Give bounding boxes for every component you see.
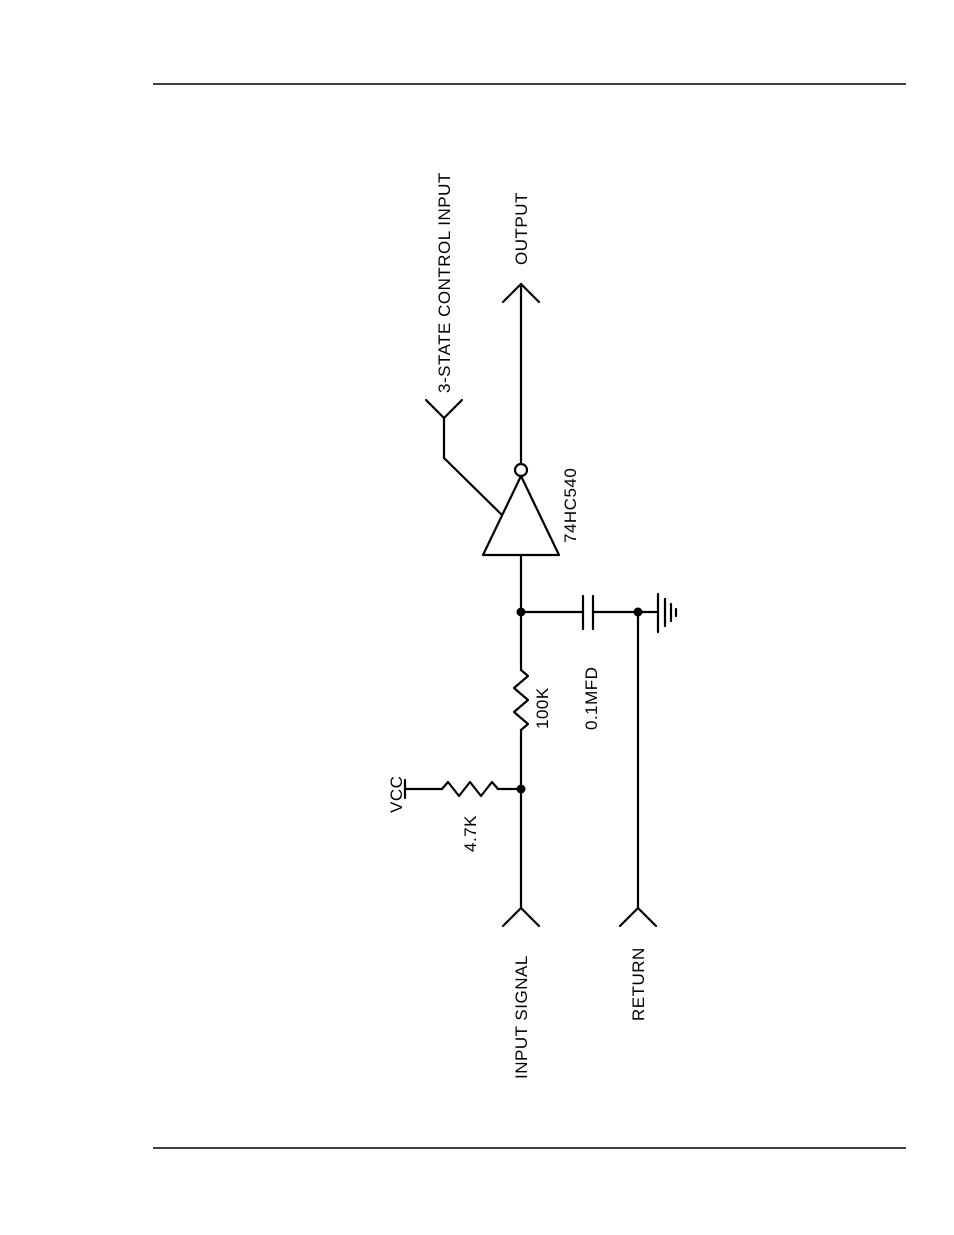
ground-icon bbox=[658, 594, 676, 632]
inverter-bubble bbox=[515, 464, 527, 476]
label-output: OUTPUT bbox=[512, 192, 531, 265]
label-4-7k: 4.7K bbox=[461, 815, 480, 852]
buffer-triangle bbox=[483, 476, 559, 555]
input-signal-connector bbox=[503, 908, 539, 926]
resistor-100k bbox=[514, 670, 528, 730]
label-input-signal: INPUT SIGNAL bbox=[512, 955, 531, 1079]
label-return: RETURN bbox=[629, 947, 648, 1021]
three-state-control-connector bbox=[426, 400, 501, 514]
label-capacitor: 0.1MFD bbox=[582, 667, 601, 730]
label-vcc: VCC bbox=[387, 776, 406, 813]
resistor-4-7k bbox=[405, 780, 521, 798]
label-100k: 100K bbox=[533, 687, 552, 729]
label-three-state-control: 3-STATE CONTROL INPUT bbox=[435, 172, 454, 393]
label-74hc540: 74HC540 bbox=[561, 468, 580, 543]
output-connector bbox=[503, 284, 539, 464]
return-connector bbox=[620, 908, 656, 926]
